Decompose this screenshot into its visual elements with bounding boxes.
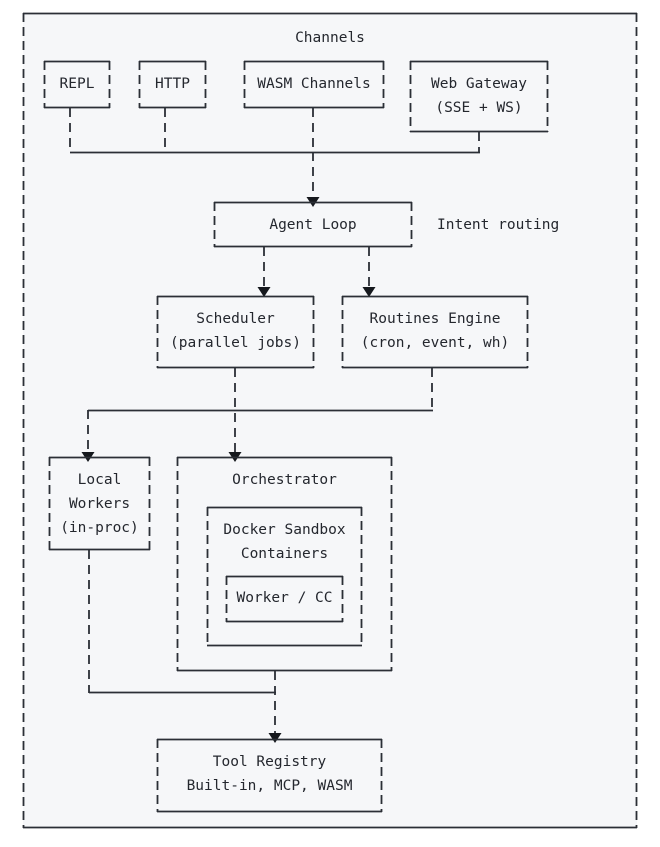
node-label-agent-loop[interactable]: Agent Loop xyxy=(269,217,357,233)
node-routines-engine-box xyxy=(341,295,529,369)
node-label-web-gateway-line1[interactable]: Web Gateway xyxy=(430,76,528,92)
node-label-scheduler-line1[interactable]: Scheduler xyxy=(196,311,275,327)
arrow-to-routines-engine xyxy=(362,287,376,297)
arrow-to-orchestrator xyxy=(228,452,242,462)
annotation-intent-routing: Intent routing xyxy=(437,217,560,233)
arrow-to-tool-registry xyxy=(268,733,282,743)
node-web-gateway-box xyxy=(409,60,549,133)
arrow-to-local-workers xyxy=(81,452,95,462)
edges-channels-to-bus xyxy=(69,108,480,207)
node-label-scheduler-line2[interactable]: (parallel jobs) xyxy=(170,335,301,351)
node-label-docker-sandbox-line1[interactable]: Docker Sandbox xyxy=(223,522,346,538)
outer-container xyxy=(22,12,638,829)
node-label-local-workers-line3[interactable]: (in-proc) xyxy=(60,520,139,536)
node-label-local-workers-line1[interactable]: Local xyxy=(77,472,122,488)
node-label-wasm-channels[interactable]: WASM Channels xyxy=(257,76,371,92)
node-label-routines-engine-line1[interactable]: Routines Engine xyxy=(369,311,501,327)
node-label-tool-registry-line1[interactable]: Tool Registry xyxy=(212,754,327,770)
node-label-routines-engine-line2[interactable]: (cron, event, wh) xyxy=(360,335,510,351)
edges-agentloop-to-engines xyxy=(257,247,376,297)
node-label-http[interactable]: HTTP xyxy=(155,76,190,92)
arrow-to-agent-loop xyxy=(306,197,320,207)
edges-workers-to-tool-registry xyxy=(88,550,282,743)
node-scheduler-box xyxy=(156,295,315,369)
outer-container-fill xyxy=(23,13,637,828)
arrow-to-scheduler xyxy=(257,287,271,297)
node-label-worker-cc[interactable]: Worker / CC xyxy=(236,590,333,606)
edges-engines-to-worker-bus xyxy=(81,368,433,462)
node-label-web-gateway-line2[interactable]: (SSE + WS) xyxy=(435,100,523,116)
node-label-tool-registry-line2[interactable]: Built-in, MCP, WASM xyxy=(186,778,353,794)
diagram-title: Channels xyxy=(295,30,365,46)
node-label-docker-sandbox-line2[interactable]: Containers xyxy=(240,546,329,562)
node-label-orchestrator[interactable]: Orchestrator xyxy=(232,472,337,488)
node-label-repl[interactable]: REPL xyxy=(59,76,95,92)
node-label-local-workers-line2[interactable]: Workers xyxy=(68,496,131,512)
